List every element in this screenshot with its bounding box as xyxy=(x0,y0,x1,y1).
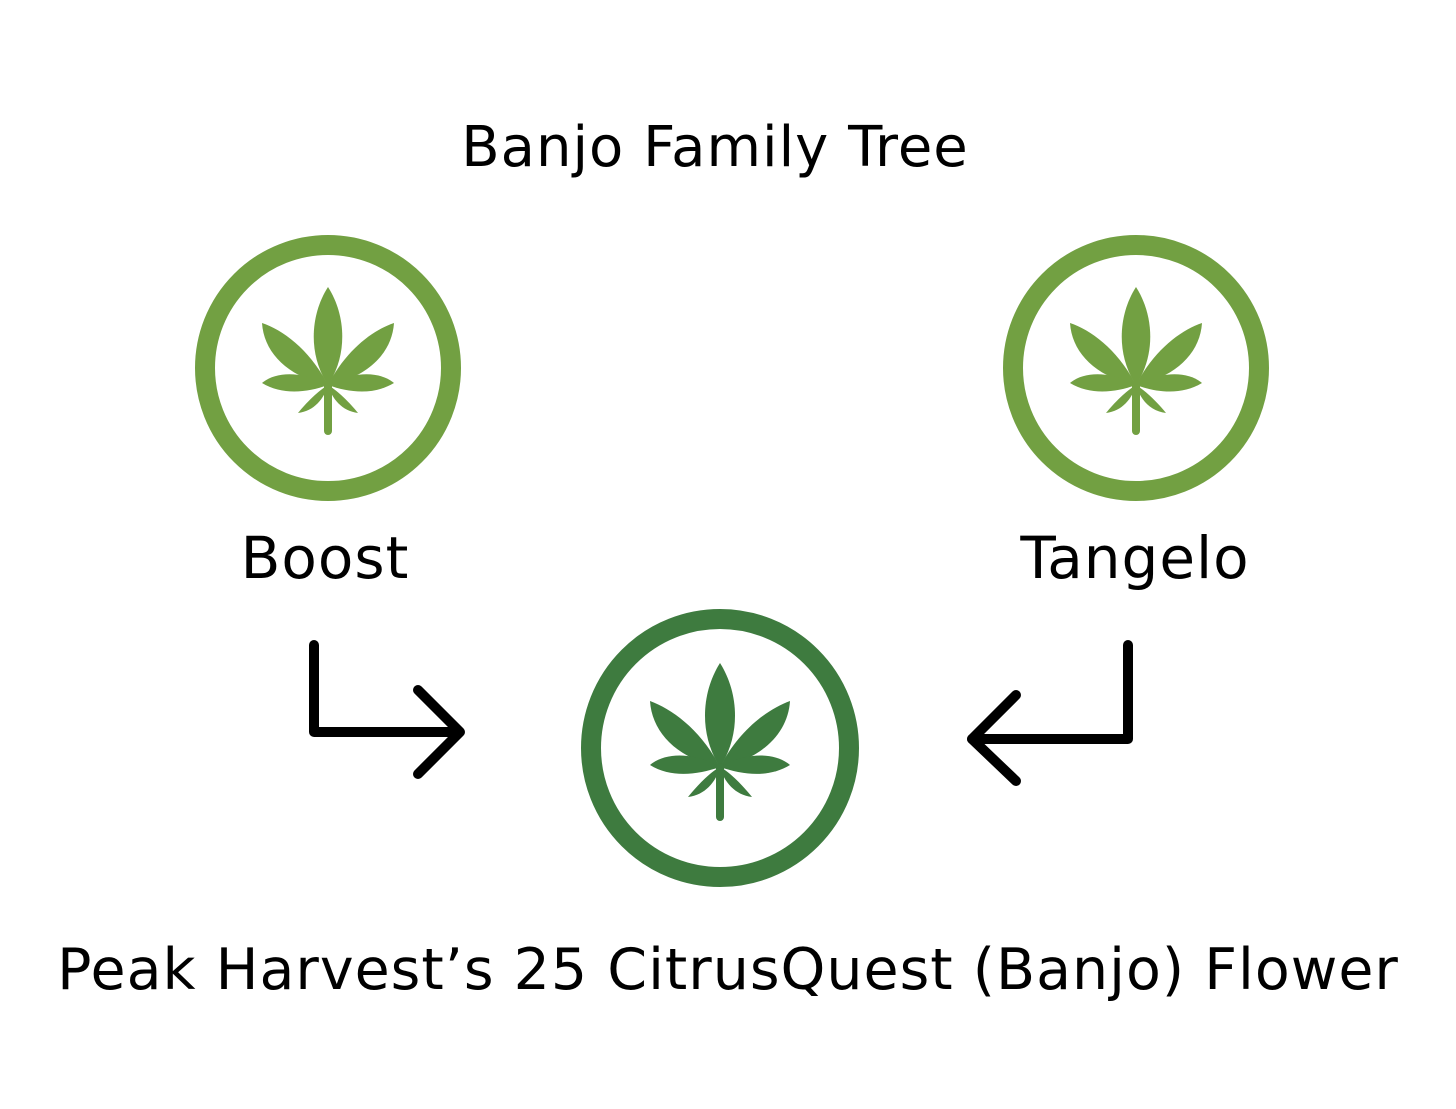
child-node-banjo xyxy=(581,609,859,887)
cannabis-leaf-icon xyxy=(1070,287,1202,435)
node-ring xyxy=(1003,235,1269,501)
arrow-right-icon xyxy=(309,640,465,779)
node-ring xyxy=(581,609,859,887)
cannabis-leaf-icon xyxy=(650,663,790,821)
diagram-title: Banjo Family Tree xyxy=(461,115,969,180)
cannabis-leaf-icon xyxy=(262,287,394,435)
arrow-left-icon xyxy=(967,640,1133,786)
parent-label-boost: Boost xyxy=(240,524,410,592)
parent-node-boost xyxy=(195,235,461,501)
node-ring xyxy=(195,235,461,501)
parent-label-tangelo: Tangelo xyxy=(1020,524,1250,592)
child-label-banjo: Peak Harvest’s 25 CitrusQuest (Banjo) Fl… xyxy=(57,937,1399,1003)
parent-node-tangelo xyxy=(1003,235,1269,501)
